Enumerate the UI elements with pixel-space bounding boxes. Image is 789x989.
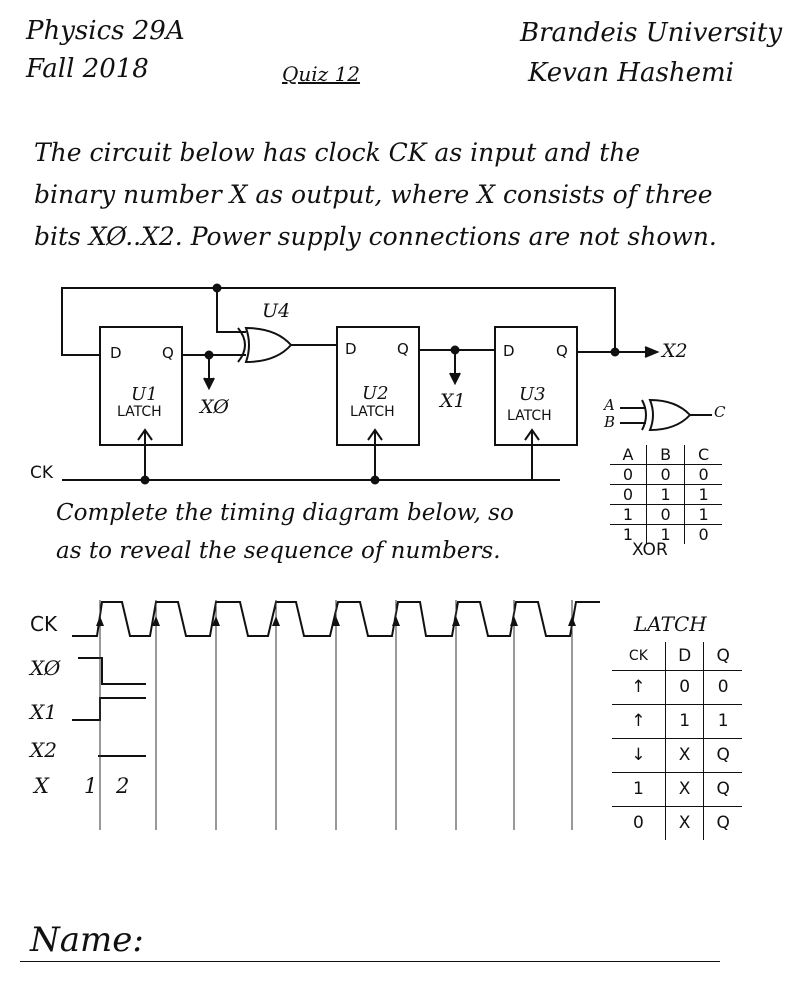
x-value-2: 2 bbox=[116, 774, 130, 798]
university-name: Brandeis University bbox=[520, 18, 783, 48]
timing-label-x2: X2 bbox=[30, 738, 57, 762]
name-label: Name: bbox=[30, 920, 144, 960]
latch-table-header: CK D Q bbox=[612, 642, 742, 671]
u2-id: U2 bbox=[362, 383, 389, 404]
u1-id: U1 bbox=[131, 384, 158, 405]
xor-table-header: A B C bbox=[610, 445, 722, 465]
u4-label: U4 bbox=[262, 300, 291, 322]
x2-output-label: X2 bbox=[662, 340, 688, 362]
x0-waveform bbox=[78, 657, 146, 685]
name-underline[interactable] bbox=[20, 961, 720, 962]
course-title: Physics 29A bbox=[26, 16, 185, 46]
ck-input-label: CK bbox=[30, 463, 54, 483]
timing-label-x: X bbox=[34, 774, 49, 798]
x0-output-label: XØ bbox=[200, 396, 229, 418]
problem-line-1: The circuit below has clock CK as input … bbox=[34, 138, 641, 167]
clock-gridlines bbox=[99, 600, 573, 830]
latch-header-d: D bbox=[664, 642, 705, 671]
x-value-1: 1 bbox=[84, 774, 98, 798]
timing-label-x0: XØ bbox=[30, 656, 61, 680]
term-label: Fall 2018 bbox=[26, 54, 149, 84]
u1-type: LATCH bbox=[117, 404, 162, 420]
xor-gate-u4 bbox=[244, 326, 293, 364]
instruction-line-2: as to reveal the sequence of numbers. bbox=[56, 538, 501, 564]
u3-box bbox=[494, 326, 578, 446]
u2-type: LATCH bbox=[350, 404, 395, 420]
u2-d-label: D bbox=[345, 340, 357, 358]
u2-box bbox=[336, 326, 420, 446]
timing-label-x1: X1 bbox=[30, 700, 57, 724]
u3-id: U3 bbox=[519, 384, 546, 405]
latch-table-title: LATCH bbox=[634, 612, 707, 636]
x1-waveform bbox=[72, 697, 146, 721]
u3-type: LATCH bbox=[507, 408, 552, 424]
u3-d-label: D bbox=[503, 342, 515, 360]
u1-q-label: Q bbox=[162, 344, 174, 362]
clock-edge-arrows bbox=[96, 616, 576, 626]
xor-input-a-wire bbox=[216, 288, 246, 333]
xor-back-arc bbox=[237, 327, 246, 363]
instruction-line-1: Complete the timing diagram below, so bbox=[56, 500, 514, 526]
u1-box bbox=[99, 326, 183, 446]
quiz-label: Quiz 12 bbox=[282, 62, 361, 86]
timing-label-ck: CK bbox=[30, 612, 58, 636]
ck-waveform bbox=[72, 601, 600, 637]
latch-header-q: Q bbox=[703, 642, 742, 671]
feedback-wire bbox=[61, 287, 616, 356]
latch-header-ck: CK bbox=[612, 642, 666, 671]
author-name: Kevan Hashemi bbox=[528, 58, 734, 88]
xor-input-a: A bbox=[604, 396, 615, 414]
u1-d-label: D bbox=[110, 344, 122, 362]
u2-q-label: Q bbox=[397, 340, 409, 358]
u3-q-label: Q bbox=[556, 342, 568, 360]
xor-caption: XOR bbox=[632, 540, 668, 560]
problem-line-3: bits XØ..X2. Power supply connections ar… bbox=[34, 222, 717, 251]
xor-input-b: B bbox=[604, 413, 616, 431]
problem-line-2: binary number X as output, where X consi… bbox=[34, 180, 713, 209]
x1-output-label: X1 bbox=[440, 390, 466, 412]
xor-output-c: C bbox=[714, 403, 726, 421]
